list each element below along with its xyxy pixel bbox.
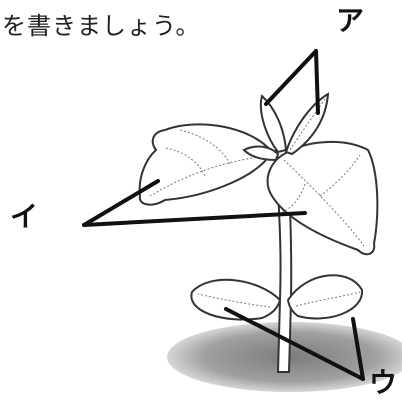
pointer-lines-a (266, 51, 318, 113)
label-i: イ (10, 203, 38, 231)
true-leaf-left (140, 124, 272, 204)
cotyledon-right (288, 275, 362, 318)
label-a: ア (336, 7, 364, 35)
label-u: ウ (369, 369, 397, 397)
